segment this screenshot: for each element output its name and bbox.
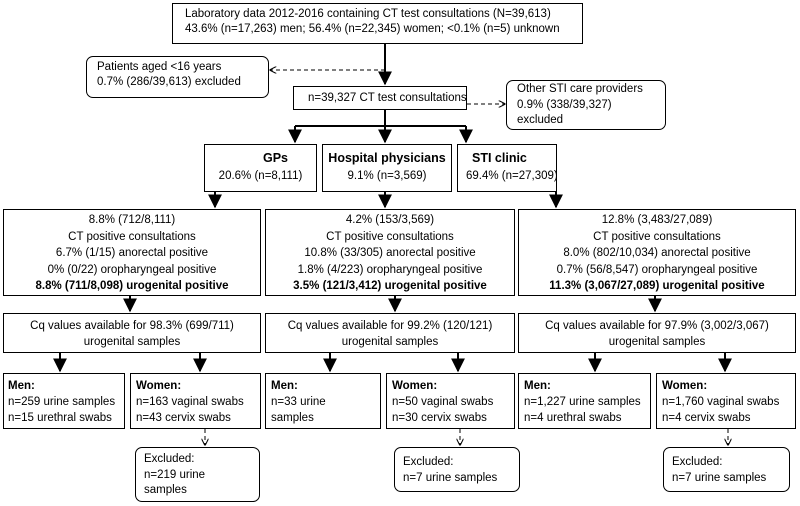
source-data-line2: 43.6% (n=17,263) men; 56.4% (n=22,345) w… — [185, 23, 560, 35]
samples-hospital-men-title: Men: — [271, 380, 298, 392]
cq-sti-l2: urogenital samples — [608, 336, 706, 348]
cq-box-gps: Cq values available for 98.3% (699/711) … — [3, 313, 261, 353]
excluded-other-line3: excluded — [517, 114, 564, 126]
excluded-samples-gps-l2: n=219 urine — [144, 468, 206, 481]
consultations-line1: n=39,327 CT test consultations — [308, 92, 467, 104]
samples-gps-women-l2: n=163 vaginal swabs — [136, 396, 244, 408]
cq-sti-l1: Cq values available for 97.9% (3,002/3,0… — [545, 320, 769, 332]
provider-box-hospital: Hospital physicians 9.1% (n=3,569) — [322, 144, 452, 192]
positives-gps-l3: 6.7% (1/15) anorectal positive — [55, 247, 209, 259]
positives-gps-l5: 8.8% (711/8,098) urogenital positive — [35, 280, 229, 292]
samples-box-hospital-women: Women: n=50 vaginal swabs n=30 cervix sw… — [386, 373, 515, 429]
samples-sti-men-l3: n=4 urethral swabs — [524, 412, 622, 424]
positives-sti-l1: 12.8% (3,483/27,089) — [601, 214, 713, 226]
positives-sti-l4: 0.7% (56/8,547) oropharyngeal positive — [556, 263, 758, 276]
excluded-samples-gps-l3: samples — [144, 484, 187, 496]
positives-hospital-l4: 1.8% (4/223) oropharyngeal positive — [297, 263, 483, 276]
cq-hospital-l1: Cq values available for 99.2% (120/121) — [287, 320, 493, 332]
samples-gps-men-title: Men: — [8, 380, 35, 392]
samples-gps-men-l2: n=259 urine samples — [8, 396, 116, 408]
positives-sti-l2: CT positive consultations — [593, 230, 721, 243]
samples-hospital-men-l3: samples — [271, 412, 314, 424]
samples-gps-women-l3: n=43 cervix swabs — [136, 412, 231, 424]
positives-sti-l5: 11.3% (3,067/27,089) urogenital positive — [549, 280, 765, 292]
samples-box-gps-men: Men: n=259 urine samples n=15 urethral s… — [3, 373, 125, 429]
cq-gps-l2: urogenital samples — [83, 336, 181, 348]
samples-sti-women-title: Women: — [662, 380, 708, 392]
samples-hospital-women-l3: n=30 cervix swabs — [392, 412, 487, 424]
excluded-age-line1: Patients aged <16 years — [97, 61, 222, 73]
positives-gps-l2: CT positive consultations — [68, 230, 196, 243]
samples-sti-men-title: Men: — [524, 380, 551, 392]
positives-gps-l4: 0% (0/22) oropharyngeal positive — [47, 263, 217, 276]
provider-share-hospital: 9.1% (n=3,569) — [347, 170, 427, 182]
cq-gps-l1: Cq values available for 98.3% (699/711) — [30, 320, 234, 332]
samples-box-gps-women: Women: n=163 vaginal swabs n=43 cervix s… — [130, 373, 261, 429]
provider-share-gps: 20.6% (n=8,111) — [218, 170, 303, 182]
provider-title-gps: GPs — [262, 151, 288, 165]
positives-box-hospital: 4.2% (153/3,569) CT positive consultatio… — [265, 209, 515, 296]
excluded-samples-box-gps: Excluded: n=219 urine samples — [135, 447, 260, 502]
consultations-box: n=39,327 CT test consultations — [293, 86, 467, 110]
cq-box-sti: Cq values available for 97.9% (3,002/3,0… — [518, 313, 796, 353]
excluded-other-line2: 0.9% (338/39,327) — [517, 98, 612, 111]
samples-hospital-women-l2: n=50 vaginal swabs — [392, 396, 494, 408]
provider-title-hospital: Hospital physicians — [328, 151, 446, 165]
positives-hospital-l2: CT positive consultations — [326, 230, 454, 243]
positives-gps-l1: 8.8% (712/8,111) — [88, 214, 176, 226]
provider-box-sti: STI clinic 69.4% (n=27,309) — [457, 144, 558, 192]
samples-sti-women-l2: n=1,760 vaginal swabs — [662, 396, 780, 408]
excluded-age-line2: 0.7% (286/39,613) excluded — [97, 76, 241, 88]
samples-box-hospital-men: Men: n=33 urine samples — [265, 373, 381, 429]
provider-share-sti: 69.4% (n=27,309) — [466, 170, 558, 182]
cq-hospital-l2: urogenital samples — [341, 336, 439, 348]
positives-box-sti: 12.8% (3,483/27,089) CT positive consult… — [518, 209, 796, 296]
samples-box-sti-men: Men: n=1,227 urine samples n=4 urethral … — [518, 373, 651, 429]
positives-box-gps: 8.8% (712/8,111) CT positive consultatio… — [3, 209, 261, 296]
samples-gps-women-title: Women: — [136, 380, 182, 392]
provider-box-gps: GPs 20.6% (n=8,111) — [204, 144, 317, 192]
samples-hospital-women-title: Women: — [392, 380, 438, 392]
cq-box-hospital: Cq values available for 99.2% (120/121) … — [265, 313, 515, 353]
positives-sti-l3: 8.0% (802/10,034) anorectal positive — [563, 247, 751, 259]
positives-hospital-l1: 4.2% (153/3,569) — [345, 214, 435, 226]
samples-sti-women-l3: n=4 cervix swabs — [662, 412, 751, 424]
excluded-samples-hospital-l1: Excluded: — [403, 456, 454, 468]
positives-hospital-l3: 10.8% (33/305) anorectal positive — [304, 247, 476, 259]
samples-hospital-men-l2: n=33 urine — [271, 396, 326, 408]
excluded-samples-hospital-l2: n=7 urine samples — [403, 472, 498, 484]
source-data-box: Laboratory data 2012-2016 containing CT … — [172, 3, 583, 44]
source-data-line1: Laboratory data 2012-2016 containing CT … — [185, 8, 551, 20]
provider-title-sti: STI clinic — [472, 151, 527, 165]
positives-hospital-l5: 3.5% (121/3,412) urogenital positive — [293, 280, 487, 292]
excluded-other-box: Other STI care providers 0.9% (338/39,32… — [506, 80, 666, 130]
excluded-other-line1: Other STI care providers — [517, 83, 643, 95]
samples-box-sti-women: Women: n=1,760 vaginal swabs n=4 cervix … — [656, 373, 796, 429]
excluded-samples-box-hospital: Excluded: n=7 urine samples — [394, 447, 520, 492]
excluded-samples-box-sti: Excluded: n=7 urine samples — [663, 447, 790, 492]
excluded-age-box: Patients aged <16 years 0.7% (286/39,613… — [86, 56, 269, 98]
excluded-samples-sti-l2: n=7 urine samples — [672, 472, 767, 484]
excluded-samples-sti-l1: Excluded: — [672, 456, 723, 468]
excluded-samples-gps-l1: Excluded: — [144, 453, 195, 465]
samples-sti-men-l2: n=1,227 urine samples — [524, 396, 641, 408]
samples-gps-men-l3: n=15 urethral swabs — [8, 412, 112, 424]
